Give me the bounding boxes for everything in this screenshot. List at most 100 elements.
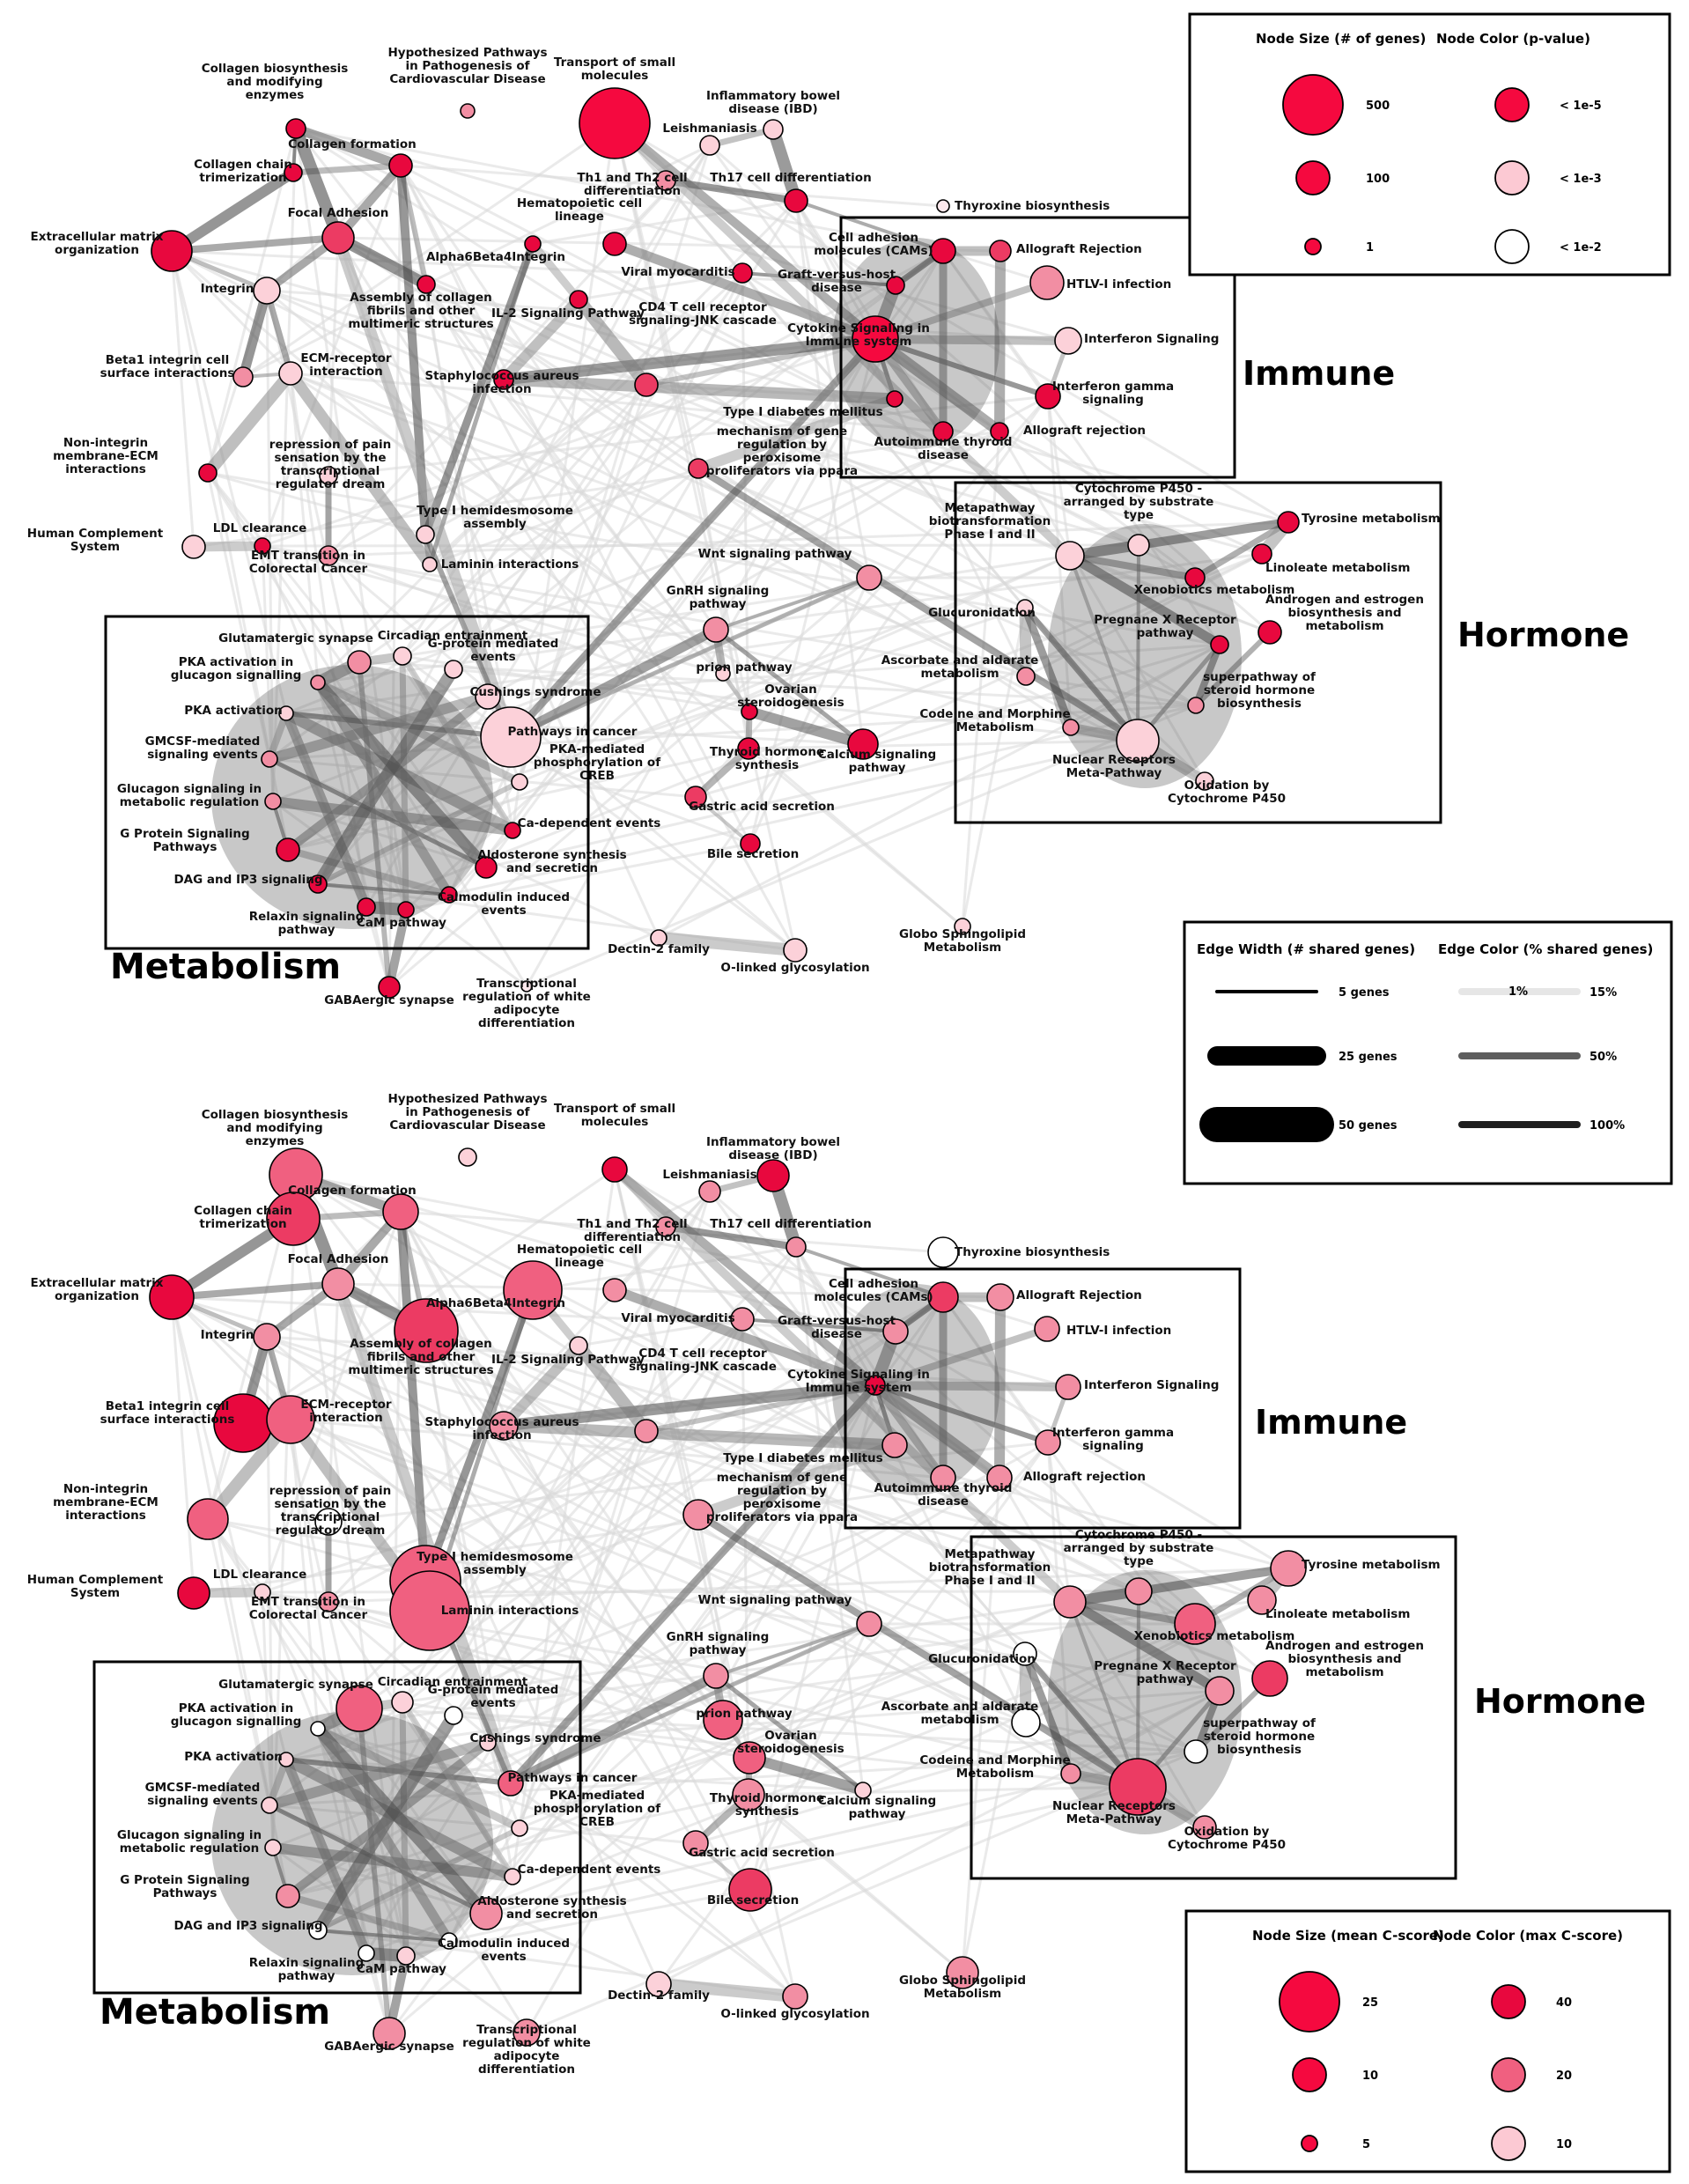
edges: [166, 1165, 1294, 2038]
node-label: Pathways in cancer: [508, 1771, 638, 1785]
legend-color-circle: [1491, 1984, 1526, 2019]
node-collagen-formation: [388, 153, 413, 178]
node-collagen-chain: [266, 1192, 321, 1246]
node-label: O-linked glycosylation: [720, 2007, 869, 2021]
edge: [658, 643, 1221, 940]
node-gprotein-pathways: [276, 837, 300, 862]
node-glucagon-metab: [264, 793, 282, 810]
node-hematopoietic: [602, 1278, 627, 1302]
node-relaxin: [396, 1946, 416, 1966]
node-ldl: [254, 1583, 271, 1601]
node-label-line: pathway: [849, 761, 906, 775]
node-label-line: biosynthesis: [1217, 1743, 1302, 1757]
edge: [706, 126, 777, 149]
edge: [1022, 604, 1141, 744]
edge: [336, 1283, 697, 1844]
node-label-line: sensation by the: [275, 451, 387, 465]
edge: [532, 1245, 797, 1292]
node-label-line: Meta-Pathway: [1066, 1812, 1162, 1826]
node-label: Viral myocarditis: [621, 265, 734, 279]
node-label-line: Tyrosine metabolism: [1302, 512, 1441, 526]
edge: [170, 249, 292, 375]
edge: [284, 846, 453, 898]
node-aldosterone: [469, 1897, 503, 1930]
edge: [171, 249, 963, 928]
node-label-line: superpathway of: [1203, 670, 1316, 684]
edge: [427, 241, 535, 567]
node-xenobiotics: [1174, 1603, 1216, 1645]
node-label: CaM pathway: [357, 916, 446, 930]
node-label-line: molecules: [581, 69, 649, 83]
node-label-line: phosphorylation of: [534, 1802, 660, 1816]
node-label-line: disease: [811, 1327, 862, 1341]
node-globo: [946, 1956, 979, 1989]
node-label-line: Staphylococcus aureus: [424, 369, 579, 383]
legend-size-circle: [1292, 2057, 1327, 2092]
node-label-line: sensation by the: [275, 1497, 387, 1511]
node-label-line: enzymes: [246, 88, 305, 102]
edge: [166, 167, 299, 256]
node-label-line: Relaxin signaling: [249, 910, 365, 924]
edge: [518, 384, 648, 783]
node-pxr: [1205, 1676, 1235, 1706]
node-htlv: [1029, 265, 1065, 300]
edge: [1069, 554, 1271, 634]
edge: [532, 199, 797, 246]
node-label-line: assembly: [463, 517, 527, 531]
region-label: Hormone: [1474, 1682, 1646, 1721]
edge: [170, 1296, 195, 1594]
node-label-line: Gastric acid secretion: [689, 1846, 835, 1860]
node-label: IL-2 Signaling Pathway: [491, 306, 645, 321]
node-label-line: pathway: [278, 1969, 336, 1983]
node-gmcsf: [261, 750, 278, 768]
node-viral-myo: [732, 262, 753, 284]
node-glucuronidation: [1016, 599, 1034, 616]
node-ppara: [688, 458, 709, 479]
node-label-line: metabolism: [920, 667, 999, 681]
node-label-line: multimeric structures: [348, 1363, 493, 1377]
node-label-line: Interferon gamma: [1052, 380, 1174, 394]
node-label: LDL clearance: [213, 1568, 307, 1582]
node-codeine: [1060, 1763, 1081, 1784]
edge: [709, 144, 1271, 634]
node-label-line: surface interactions: [100, 1413, 235, 1427]
node-label-line: Extracellular matrix: [31, 1276, 164, 1290]
edge: [1066, 552, 1199, 581]
edge: [262, 1590, 724, 1722]
edge: [794, 199, 945, 253]
node-label-line: disease (IBD): [728, 102, 817, 116]
node-label-line: Type I diabetes mellitus: [723, 1451, 882, 1465]
node-gastric: [684, 786, 707, 808]
node-label-line: Meta-Pathway: [1066, 766, 1162, 780]
node-label-line: PKA activation in: [179, 1701, 294, 1715]
node-label-line: Laminin interactions: [441, 1604, 579, 1618]
node-calmodulin: [440, 886, 458, 904]
node-label-line: Bile secretion: [707, 847, 799, 861]
edge: [872, 279, 1051, 343]
edge: [328, 554, 750, 713]
node-label-line: events: [481, 904, 526, 918]
node-label-line: membrane-ECM: [53, 449, 159, 463]
node-label-line: Graft-versus-host: [778, 1314, 896, 1328]
node-label-line: Androgen and estrogen: [1265, 593, 1424, 607]
node-label-line: Calmodulin induced: [438, 890, 570, 904]
nodes: [151, 87, 1300, 999]
edge-width-value: 50 genes: [1339, 1119, 1398, 1133]
node-label: Interferon Signaling: [1084, 1378, 1219, 1392]
node-label: Circadian entrainment: [378, 1675, 528, 1689]
node-bile: [728, 1868, 772, 1912]
node-pka-glucagon: [310, 675, 326, 690]
node-allograft-rej2: [990, 422, 1009, 441]
